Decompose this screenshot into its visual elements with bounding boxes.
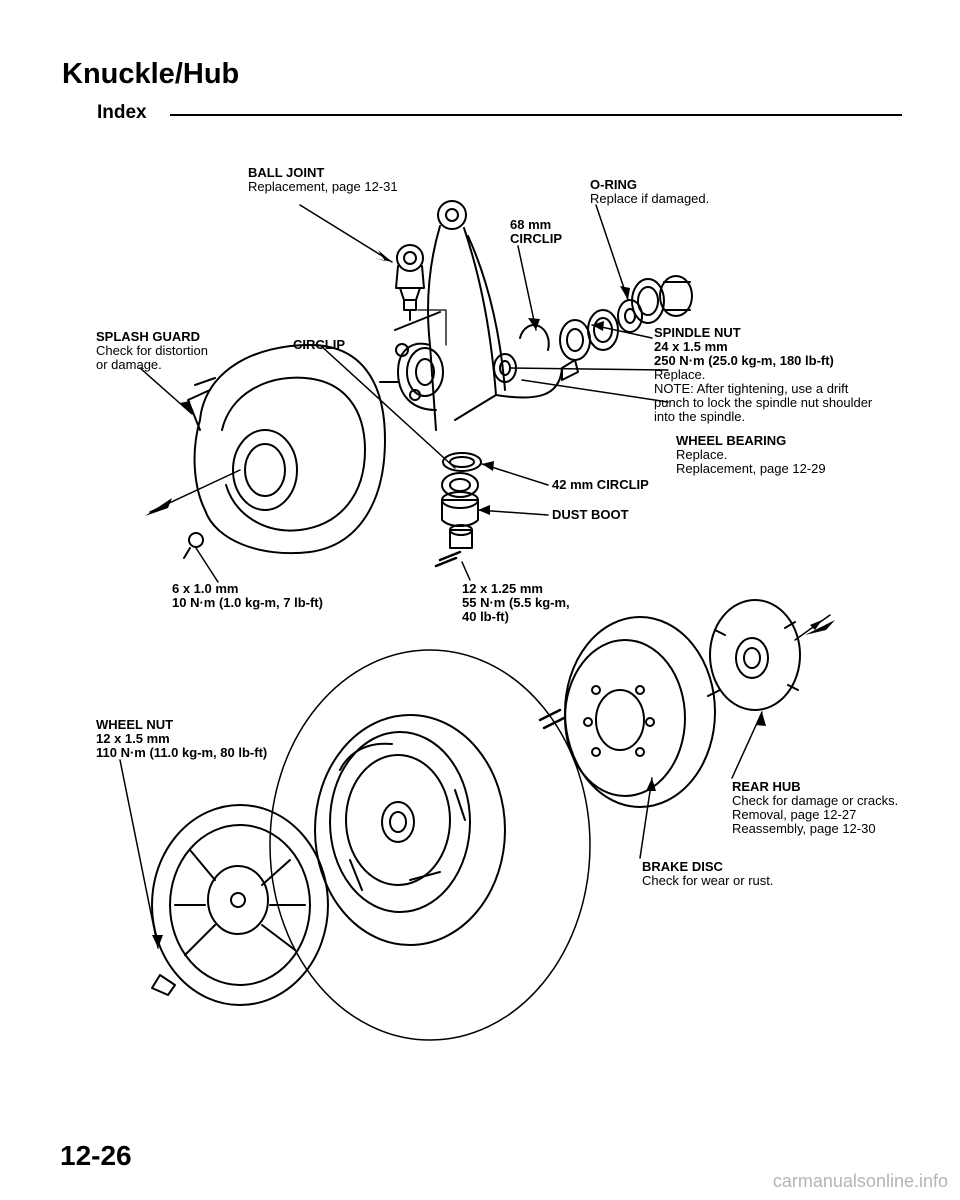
label-splash-guard: SPLASH GUARD Check for distortion or dam… xyxy=(96,330,208,372)
label-bolt-12mm: 12 x 1.25 mm 55 N·m (5.5 kg-m, 40 lb-ft) xyxy=(462,582,570,624)
spindle-nut-spec-1: 24 x 1.5 mm xyxy=(654,339,728,354)
label-bolt-6mm: 6 x 1.0 mm 10 N·m (1.0 kg-m, 7 lb-ft) xyxy=(172,582,323,610)
label-spindle-nut: SPINDLE NUT 24 x 1.5 mm 250 N·m (25.0 kg… xyxy=(654,326,872,424)
spindle-nut-spec-2: 250 N·m (25.0 kg-m, 180 lb-ft) xyxy=(654,353,834,368)
label-circlip-42: 42 mm CIRCLIP xyxy=(552,478,649,492)
rear-hub-note-3: Reassembly, page 12-30 xyxy=(732,821,876,836)
rear-hub-note-2: Removal, page 12-27 xyxy=(732,807,857,822)
brake-disc-name: BRAKE DISC xyxy=(642,859,723,874)
label-ball-joint: BALL JOINT Replacement, page 12-31 xyxy=(248,166,398,194)
ball-joint-note: Replacement, page 12-31 xyxy=(248,179,398,194)
label-dust-boot: DUST BOOT xyxy=(552,508,629,522)
ball-joint-name: BALL JOINT xyxy=(248,165,325,180)
label-o-ring: O-RING Replace if damaged. xyxy=(590,178,709,206)
section-subtitle: Index xyxy=(97,102,147,123)
splash-guard-note-2: or damage. xyxy=(96,357,162,372)
bolt-6mm-size: 6 x 1.0 mm xyxy=(172,581,239,596)
wheel-cover xyxy=(151,804,329,1006)
splash-guard-name: SPLASH GUARD xyxy=(96,329,201,344)
page-number: 12-26 xyxy=(60,1140,132,1171)
rear-hub-name: REAR HUB xyxy=(732,779,801,794)
wheel-bearing-name: WHEEL BEARING xyxy=(676,433,787,448)
bolt-6mm-torque: 10 N·m (1.0 kg-m, 7 lb-ft) xyxy=(172,595,323,610)
wheel-nut-torque: 110 N·m (11.0 kg-m, 80 lb-ft) xyxy=(96,745,268,760)
label-circlip-68: 68 mm CIRCLIP xyxy=(510,218,562,246)
spindle-nut-note-1: Replace. xyxy=(654,367,706,382)
dust-boot-name: DUST BOOT xyxy=(552,507,629,522)
lower-stack-parts xyxy=(434,452,482,568)
label-wheel-nut: WHEEL NUT 12 x 1.5 mm 110 N·m (11.0 kg-m… xyxy=(96,718,267,760)
spindle-nut-note-2: NOTE: After tightening, use a drift xyxy=(654,381,849,396)
brake-disc-note: Check for wear or rust. xyxy=(642,873,774,888)
circlip-68-size: 68 mm xyxy=(510,217,552,232)
o-ring-note: Replace if damaged. xyxy=(590,191,710,206)
circlip-68-name: CIRCLIP xyxy=(510,231,562,246)
page-title: Knuckle/Hub xyxy=(62,58,240,90)
spindle-nut-note-4: into the spindle. xyxy=(654,409,746,424)
tire xyxy=(269,649,591,1041)
bolt-12mm-torque-1: 55 N·m (5.5 kg-m, xyxy=(462,595,570,610)
leader-lines xyxy=(119,204,763,949)
label-wheel-bearing: WHEEL BEARING Replace. Replacement, page… xyxy=(676,434,826,476)
title-rule xyxy=(170,114,902,116)
hub-parts-row xyxy=(493,275,693,383)
wheel-bearing-note-2: Replacement, page 12-29 xyxy=(676,461,826,476)
spindle-nut-name: SPINDLE NUT xyxy=(654,325,741,340)
o-ring-name: O-RING xyxy=(590,177,637,192)
wheel-bearing-note-1: Replace. xyxy=(676,447,728,462)
label-rear-hub: REAR HUB Check for damage or cracks. Rem… xyxy=(732,780,898,836)
direction-arrows xyxy=(145,498,835,635)
splash-guard xyxy=(149,344,386,559)
knuckle-assembly xyxy=(379,200,579,431)
rear-hub-note-1: Check for damage or cracks. xyxy=(732,793,899,808)
wheel-nut-size: 12 x 1.5 mm xyxy=(96,731,170,746)
bolt-12mm-torque-2: 40 lb-ft) xyxy=(462,609,509,624)
spindle-nut-note-3: punch to lock the spindle nut shoulder xyxy=(654,395,873,410)
watermark: carmanualsonline.info xyxy=(772,1171,948,1191)
brake-disc xyxy=(538,616,716,808)
ball-joint xyxy=(395,244,447,346)
splash-guard-note-1: Check for distortion xyxy=(96,343,208,358)
label-circlip: CIRCLIP xyxy=(293,338,345,352)
wheel-nut-name: WHEEL NUT xyxy=(96,717,174,732)
circlip-name: CIRCLIP xyxy=(293,337,345,352)
rear-hub xyxy=(707,599,831,711)
circlip-42-name: 42 mm CIRCLIP xyxy=(552,477,649,492)
bolt-12mm-size: 12 x 1.25 mm xyxy=(462,581,543,596)
label-brake-disc: BRAKE DISC Check for wear or rust. xyxy=(642,860,774,888)
